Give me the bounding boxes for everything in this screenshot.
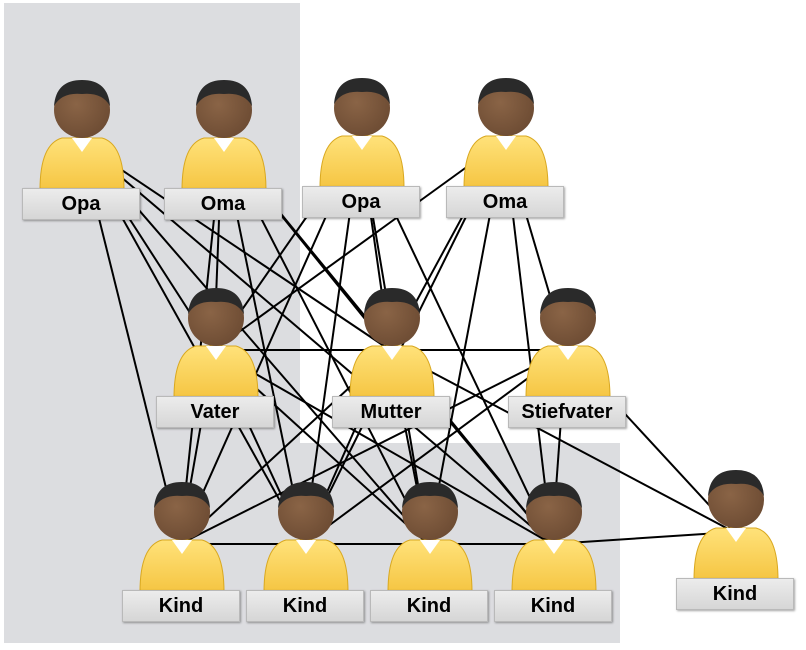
person-icon xyxy=(387,482,473,593)
person-label: Kind xyxy=(676,578,794,610)
person-label: Kind xyxy=(370,590,488,622)
person-label: Vater xyxy=(156,396,274,428)
person-icon xyxy=(349,288,435,399)
person-label: Mutter xyxy=(332,396,450,428)
person-opa2: Opa xyxy=(302,70,422,230)
person-icon xyxy=(525,288,611,399)
link-opa1-kind4 xyxy=(79,141,553,545)
person-label: Kind xyxy=(246,590,364,622)
person-icon xyxy=(181,80,267,191)
person-icon xyxy=(173,288,259,399)
person-icon xyxy=(511,482,597,593)
person-icon xyxy=(263,482,349,593)
person-icon xyxy=(139,482,225,593)
person-icon xyxy=(319,78,405,189)
link-stiefvater-kind1 xyxy=(179,349,567,545)
link-stiefvater-kind2 xyxy=(303,349,567,545)
person-stiefvater: Stiefvater xyxy=(508,280,628,440)
person-label: Opa xyxy=(302,186,420,218)
person-label: Oma xyxy=(164,188,282,220)
link-kind4-kind5 xyxy=(551,531,735,545)
person-label: Kind xyxy=(122,590,240,622)
person-vater: Vater xyxy=(156,280,276,440)
person-icon xyxy=(463,78,549,189)
person-opa1: Opa xyxy=(22,72,142,232)
person-oma1: Oma xyxy=(164,72,284,232)
person-icon xyxy=(39,80,125,191)
person-kind5: Kind xyxy=(676,462,796,622)
person-label: Oma xyxy=(446,186,564,218)
person-label: Opa xyxy=(22,188,140,220)
person-oma2: Oma xyxy=(446,70,566,230)
person-kind1: Kind xyxy=(122,474,242,634)
person-icon xyxy=(693,470,779,581)
link-oma2-vater xyxy=(213,139,505,351)
person-kind3: Kind xyxy=(370,474,490,634)
link-mutter-kind5 xyxy=(389,349,735,533)
link-vater-kind4 xyxy=(213,349,553,545)
person-kind4: Kind xyxy=(494,474,614,634)
person-kind2: Kind xyxy=(246,474,366,634)
person-mutter: Mutter xyxy=(332,280,452,440)
person-label: Stiefvater xyxy=(508,396,626,428)
person-label: Kind xyxy=(494,590,612,622)
link-opa1-mutter xyxy=(79,141,391,351)
